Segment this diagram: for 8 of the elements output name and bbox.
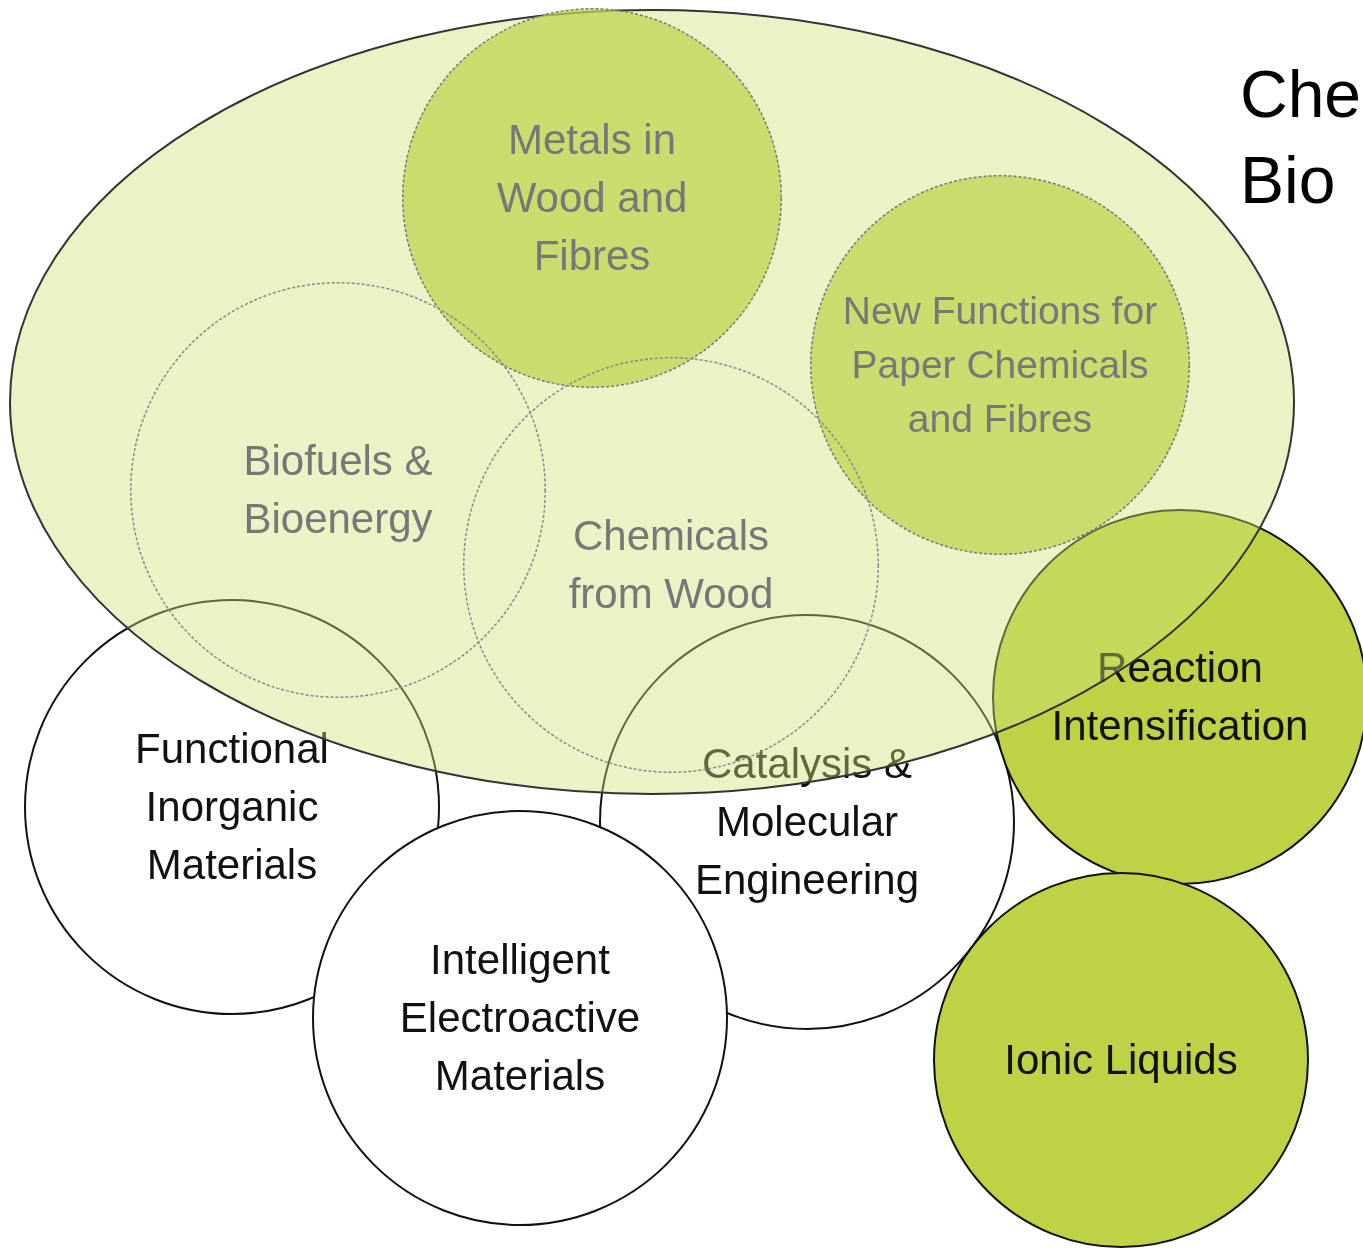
circle-label: Chemicals from Wood — [567, 511, 775, 619]
circle-label: Intelligent Electroactive Materials — [398, 935, 642, 1101]
circle-label: Metals in Wood and Fibres — [495, 115, 689, 281]
circle-label: Ionic Liquids — [1004, 1035, 1238, 1085]
circle-label: Biofuels & Bioenergy — [242, 436, 434, 544]
heading-text: Che Bio — [1240, 56, 1363, 219]
circle-label: New Functions for Paper Chemicals and Fibres — [841, 288, 1159, 442]
circle-label: Functional Inorganic Materials — [134, 724, 330, 890]
